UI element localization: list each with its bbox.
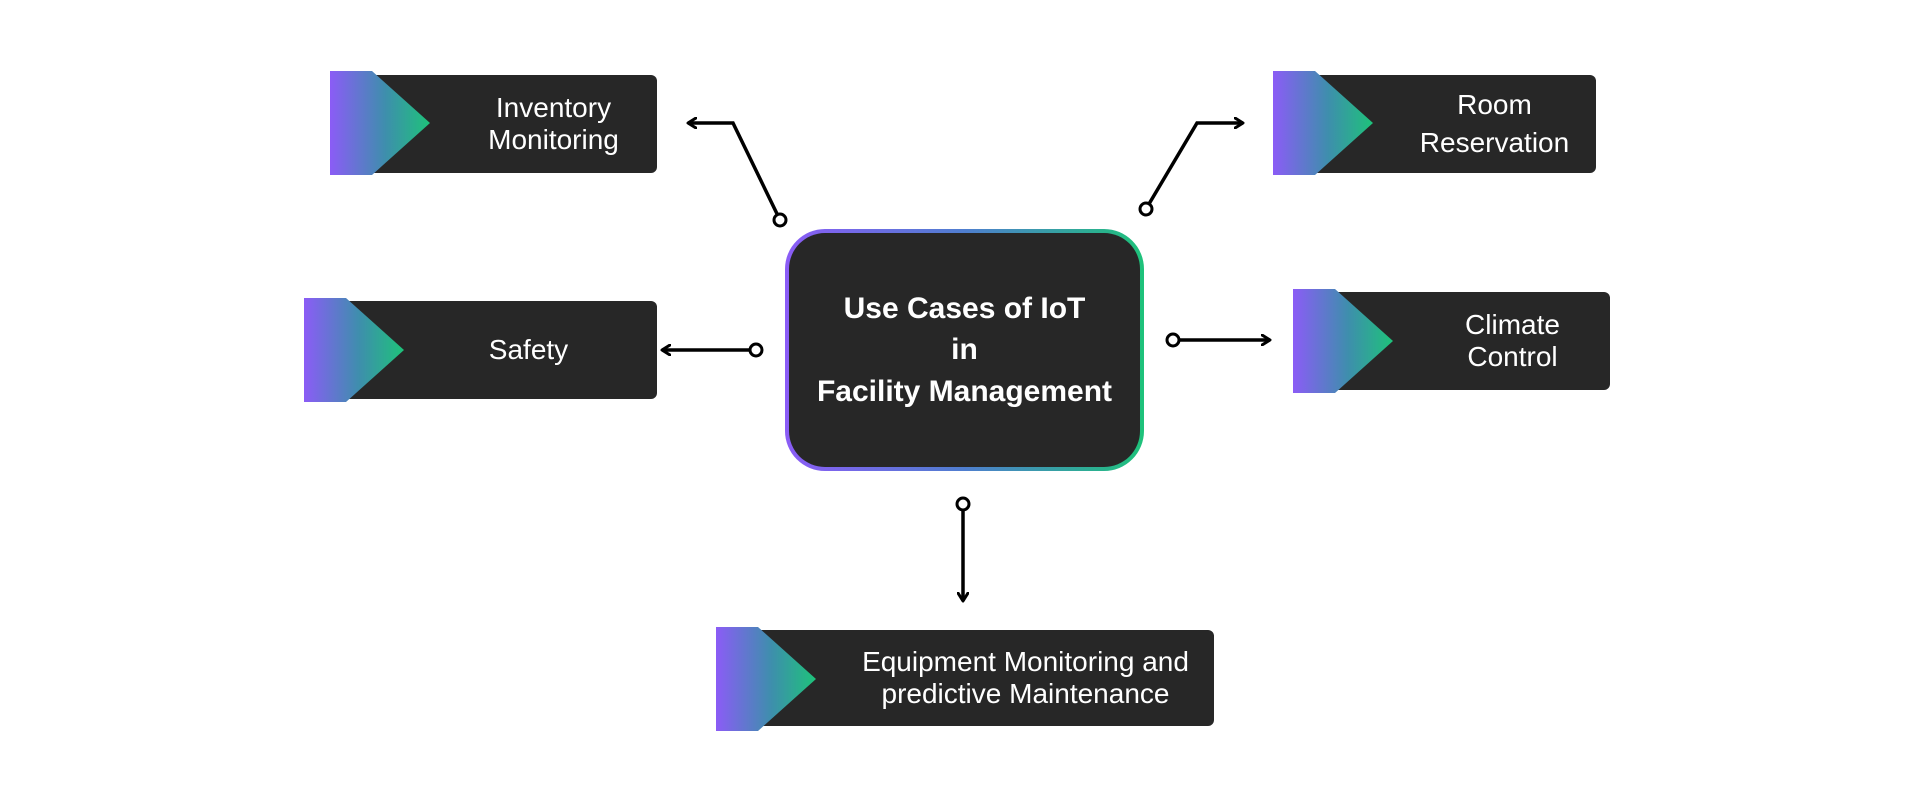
- chevron-flag-icon: [1293, 289, 1393, 393]
- chevron-flag-icon: [330, 71, 430, 175]
- connector-room: [1138, 123, 1243, 217]
- node-room-label: Room Reservation: [1419, 89, 1570, 158]
- node-safety-label: Safety: [488, 333, 569, 365]
- chevron-flag-icon: [1273, 71, 1373, 175]
- connector-safety: [662, 342, 764, 358]
- node-climate-label: Climate Control: [1465, 308, 1560, 372]
- node-equipment-label: Equipment Monitoring and predictive Main…: [862, 645, 1189, 709]
- node-equipment-card: Equipment Monitoring and predictive Main…: [752, 630, 1214, 726]
- central-topic-title: Use Cases of IoT in Facility Management: [789, 233, 1140, 467]
- connector-inventory: [688, 123, 788, 228]
- central-topic-box: Use Cases of IoT in Facility Management: [785, 229, 1144, 471]
- connector-equipment: [955, 496, 971, 601]
- node-inventory-label: Inventory Monitoring: [488, 91, 619, 155]
- connector-climate: [1165, 332, 1270, 348]
- chevron-flag-icon: [716, 627, 816, 731]
- chevron-flag-icon: [304, 298, 404, 402]
